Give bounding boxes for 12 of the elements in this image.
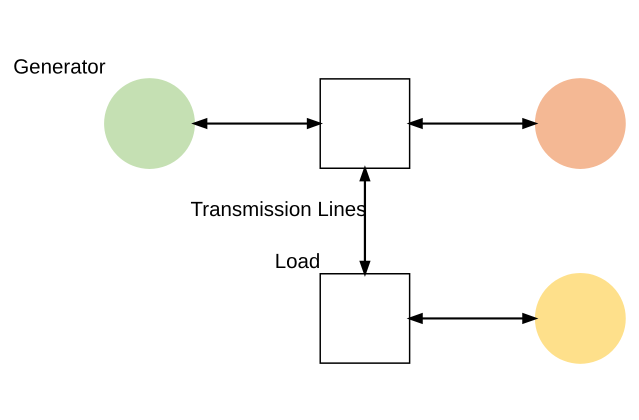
node-circle (104, 78, 195, 169)
node-circle (534, 78, 626, 169)
node-box (320, 78, 410, 169)
arrow (359, 165, 371, 277)
node-label: Generator (13, 55, 106, 78)
node-circle (534, 273, 626, 364)
node-box (320, 273, 410, 364)
arrow (406, 312, 538, 324)
node-label: Load (274, 250, 320, 274)
arrow (406, 118, 538, 130)
edge-label: Transmission Lines (190, 198, 366, 222)
arrow (191, 118, 323, 130)
